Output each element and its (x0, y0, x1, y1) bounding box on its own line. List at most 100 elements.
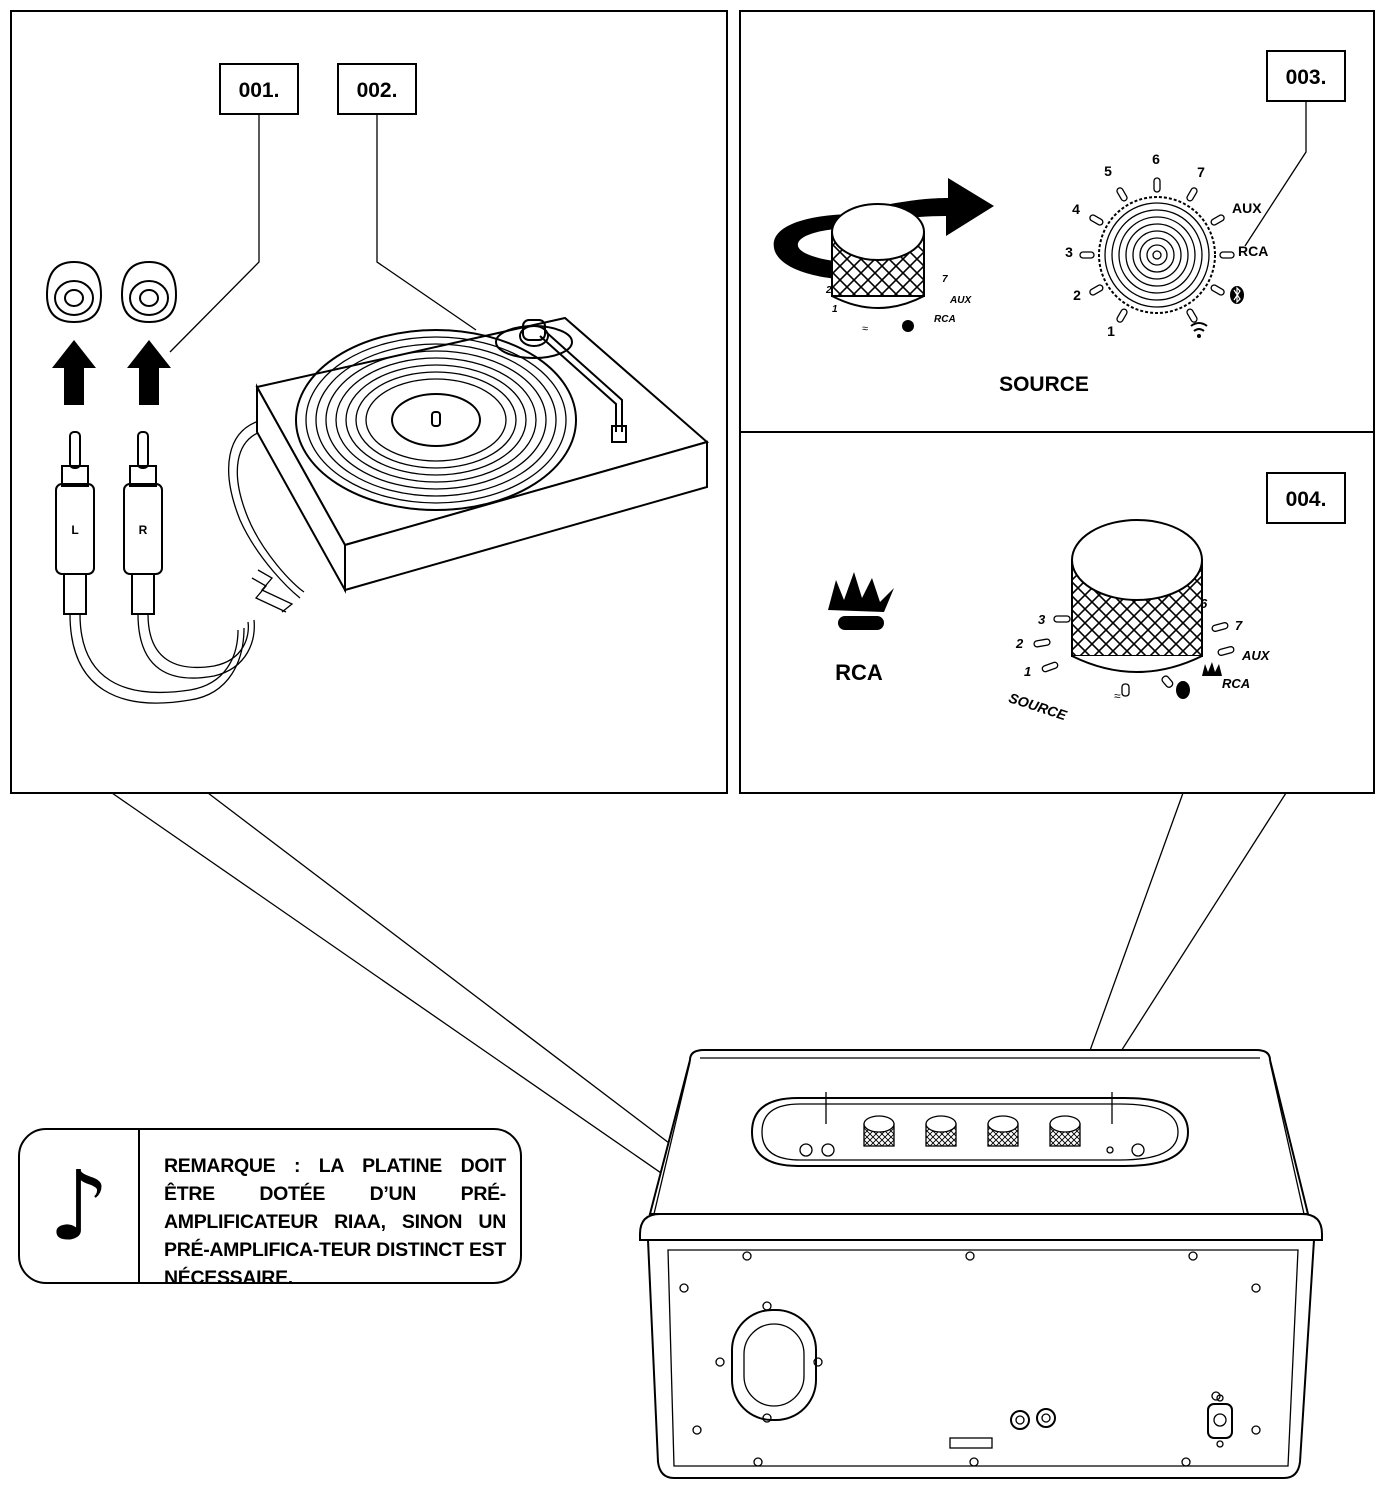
dial-tick (1079, 251, 1095, 259)
dial-position-7: 7 (1197, 164, 1205, 180)
cable (69, 613, 245, 704)
screw (715, 1357, 725, 1367)
dial-position-5: 5 (1104, 163, 1112, 179)
screw (813, 1357, 823, 1367)
dial-position-6: 6 (1152, 151, 1160, 167)
dial-position-2: 2 (1015, 636, 1024, 651)
dial-position-rca: RCA (1222, 676, 1250, 691)
panel-rca-selected: 004. RCA 1 2 3 6 7 AUX RCA ≈ (739, 431, 1375, 794)
dial-tick-marks (1033, 615, 1235, 697)
screw (692, 1425, 702, 1435)
wifi-icon: ≈ (862, 323, 868, 335)
screw (753, 1457, 763, 1467)
screw (1251, 1283, 1261, 1293)
dial-position-aux: AUX (1241, 648, 1271, 663)
screw (1188, 1251, 1198, 1261)
speaker-knob-source (1049, 1115, 1081, 1147)
wifi-icon (1190, 322, 1208, 338)
plug-right-label: R (139, 523, 148, 537)
screw (969, 1457, 979, 1467)
rca-input-jacks (1010, 1408, 1056, 1430)
dial-tick (1153, 177, 1161, 193)
screw (679, 1283, 689, 1293)
dial-position-1: 1 (1107, 323, 1115, 339)
screw (1211, 1391, 1221, 1401)
dial-position-2: 2 (1073, 287, 1081, 303)
step-label-box (1266, 472, 1346, 524)
leader-line (1244, 101, 1307, 247)
panel-border (739, 431, 1375, 794)
speaker-button (799, 1143, 813, 1157)
music-note-icon: ♪ (48, 1150, 110, 1262)
panel-source-selection: 003. 2 1 7 AUX RCA ≈ (739, 10, 1375, 433)
dial-tick (1186, 187, 1198, 202)
step-002-label: 002. (357, 79, 398, 102)
small-dial-label: 1 (832, 304, 838, 315)
speaker-button (821, 1143, 835, 1157)
small-dial-label: 7 (942, 274, 948, 285)
speaker-knob (925, 1115, 957, 1147)
dial-tick (1089, 284, 1104, 296)
speaker-knob (863, 1115, 895, 1147)
small-dial-label: RCA (934, 314, 956, 325)
turntable-illustration (255, 316, 710, 594)
arrow-up-icon (127, 340, 171, 405)
small-dial-label: 2 (825, 285, 832, 296)
note-box: ♪ REMARQUE : LA PLATINE DOIT ÊTRE DOTÉE … (18, 1128, 522, 1289)
plug-left-label: L (71, 523, 78, 537)
screw (1251, 1425, 1261, 1435)
dial-tick (1210, 284, 1225, 296)
rca-plug-left: L (55, 431, 95, 615)
panel-border (10, 10, 728, 794)
small-dial-label: AUX (949, 295, 972, 306)
step-label-box (337, 63, 417, 115)
rca-plug-right: R (123, 431, 163, 615)
cable (236, 429, 305, 593)
screw (762, 1301, 772, 1311)
step-003-label: 003. (1286, 66, 1327, 89)
source-knob-small: 2 1 7 AUX RCA ≈ (825, 203, 972, 335)
leader-line (169, 114, 260, 353)
panel-turntable-connection: 001. 002. L (10, 10, 728, 794)
dial-position-aux: AUX (1232, 200, 1262, 216)
dial-position-1: 1 (1024, 664, 1031, 679)
dial-tick (1186, 308, 1198, 323)
rca-socket-right (120, 260, 178, 324)
cable (147, 613, 249, 669)
speaker-illustration (639, 1049, 1323, 1479)
note-divider (138, 1130, 140, 1282)
step-004-label: 004. (1286, 488, 1327, 511)
source-knob-large (1071, 519, 1203, 673)
step-001-label: 001. (239, 79, 280, 102)
cable (228, 419, 301, 599)
screw (742, 1251, 752, 1261)
step-label-box (1266, 50, 1346, 102)
bluetooth-icon (902, 320, 914, 332)
crown-icon (1202, 662, 1222, 676)
source-title: SOURCE (999, 373, 1089, 396)
cable-break-symbol (251, 577, 287, 613)
dial-position-7: 7 (1235, 618, 1243, 633)
speaker-knob (987, 1115, 1019, 1147)
dial-tick (1210, 214, 1225, 226)
bluetooth-icon (1176, 681, 1190, 699)
selected-source-label: RCA (835, 660, 883, 685)
screws (679, 1251, 1261, 1467)
crown-icon (828, 572, 894, 630)
dial-position-rca: RCA (1238, 243, 1268, 259)
dial-tick (1116, 308, 1128, 323)
ring-source-label: SOURCE (1007, 689, 1070, 723)
screw (762, 1413, 772, 1423)
dial-position-6: 6 (1200, 596, 1208, 611)
leader-line (376, 114, 477, 331)
dial-position-4: 4 (1072, 201, 1080, 217)
dial-tick (1219, 251, 1235, 259)
bluetooth-icon (1230, 286, 1244, 304)
arrow-up-icon (52, 340, 96, 405)
note-text: REMARQUE : LA PLATINE DOIT ÊTRE DOTÉE D’… (164, 1155, 506, 1289)
screw (1181, 1457, 1191, 1467)
dial-position-3: 3 (1038, 612, 1046, 627)
wifi-icon: ≈ (1114, 689, 1121, 703)
dial-tick (1116, 187, 1128, 202)
